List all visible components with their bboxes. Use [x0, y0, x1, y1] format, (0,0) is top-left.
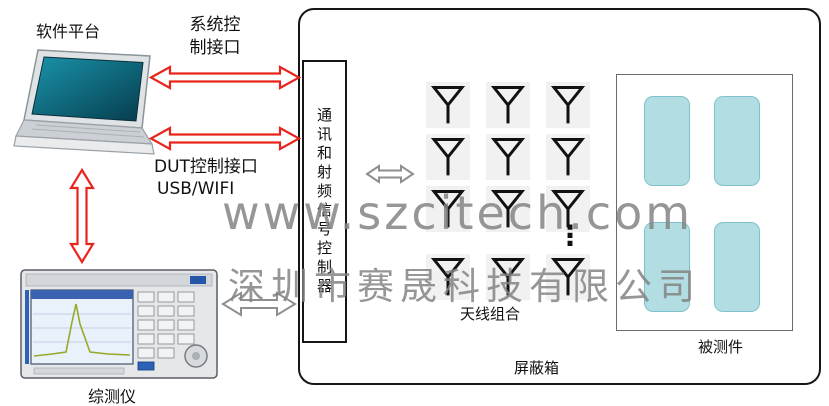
antenna-grid-top [426, 82, 590, 232]
shield-box-label: 屏蔽箱 [514, 359, 560, 377]
antenna-icon [426, 254, 470, 300]
usb-wifi-label: USB/WIFI [157, 179, 235, 199]
tester-label: 综测仪 [88, 387, 137, 406]
dut-box [616, 74, 793, 331]
controller-antenna-arrow [365, 164, 415, 184]
dut-control-arrow [148, 126, 302, 151]
antenna-icon [486, 134, 530, 180]
dut-unit [714, 222, 760, 312]
tester-instrument-image [20, 269, 218, 379]
tester-shieldbox-arrow [221, 291, 297, 317]
dut-unit [714, 96, 760, 186]
antenna-icon [546, 134, 590, 180]
antenna-icon [486, 186, 530, 232]
antenna-grid-bottom [426, 254, 590, 300]
antenna-ellipsis: ⋮ [556, 219, 584, 252]
antenna-icon [486, 82, 530, 128]
antenna-icon [546, 186, 590, 232]
antenna-icon [486, 254, 530, 300]
antenna-icon [426, 134, 470, 180]
dut-control-label: DUT控制接口 [154, 157, 258, 177]
dut-unit [644, 96, 690, 186]
software-platform-label: 软件平台 [36, 22, 101, 41]
antenna-icon [426, 82, 470, 128]
antenna-group-label: 天线组合 [460, 305, 521, 323]
system-control-line1: 系统控 [189, 15, 241, 35]
controller-box: 通讯和射频信号控制器 [302, 60, 347, 343]
system-control-label: 系统控 制接口 [172, 14, 258, 60]
system-control-line2: 制接口 [189, 38, 241, 58]
laptop-tester-arrow [69, 167, 95, 265]
controller-label: 通讯和射频信号控制器 [315, 106, 333, 297]
system-control-arrow [148, 65, 302, 90]
dut-label: 被测件 [698, 338, 744, 356]
antenna-icon [546, 254, 590, 300]
antenna-icon [546, 82, 590, 128]
laptop-image [13, 49, 155, 155]
dut-unit [644, 222, 690, 312]
antenna-icon [426, 186, 470, 232]
